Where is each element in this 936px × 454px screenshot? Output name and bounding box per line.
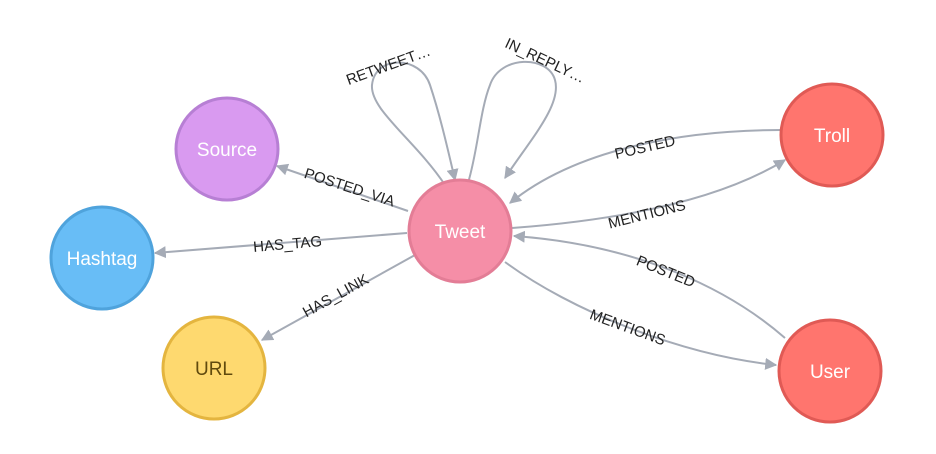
- edge-label-in-reply-to: IN_REPLY…: [502, 35, 588, 87]
- node-user-label: User: [810, 362, 851, 383]
- node-source[interactable]: Source: [174, 96, 280, 202]
- edge-posted-via[interactable]: [275, 163, 409, 212]
- node-tweet[interactable]: Tweet: [407, 178, 513, 284]
- nodes: Tweet Source Hashtag URL Troll User: [49, 82, 885, 424]
- edge-retweeted[interactable]: [370, 61, 459, 186]
- edge-troll-mentions[interactable]: [511, 159, 787, 229]
- edge-label-user-posted: POSTED: [634, 252, 698, 291]
- edge-label-troll-posted: POSTED: [613, 132, 677, 162]
- edge-label-troll-mentions: MENTIONS: [606, 197, 687, 233]
- node-tweet-circle[interactable]: [407, 178, 513, 284]
- edge-troll-posted[interactable]: [509, 129, 782, 204]
- node-troll[interactable]: Troll: [779, 82, 885, 188]
- edge-label-has-tag: HAS_TAG: [253, 233, 323, 256]
- node-user[interactable]: User: [777, 318, 883, 424]
- edge-in-reply-to[interactable]: [467, 60, 557, 184]
- edge-label-user-mentions: MENTIONS: [587, 306, 667, 349]
- edge-has-tag[interactable]: [153, 232, 408, 259]
- node-hashtag[interactable]: Hashtag: [49, 205, 155, 311]
- node-source-circle[interactable]: [174, 96, 280, 202]
- edge-user-mentions[interactable]: [504, 261, 778, 370]
- node-url-circle[interactable]: [161, 315, 267, 421]
- node-user-circle[interactable]: [777, 318, 883, 424]
- edge-label-retweeted: RETWEET…: [344, 43, 433, 89]
- node-hashtag-label: Hashtag: [67, 249, 138, 270]
- edge-label-has-link: HAS_LINK: [300, 271, 372, 321]
- edge-has-link[interactable]: [260, 254, 416, 341]
- node-url-label: URL: [195, 359, 233, 380]
- node-troll-label: Troll: [814, 126, 850, 147]
- edge-user-posted[interactable]: [512, 230, 786, 339]
- node-troll-circle[interactable]: [779, 82, 885, 188]
- node-hashtag-circle[interactable]: [49, 205, 155, 311]
- edge-label-posted-via: POSTED_VIA: [302, 165, 397, 210]
- node-url[interactable]: URL: [161, 315, 267, 421]
- node-source-label: Source: [197, 140, 257, 161]
- node-tweet-label: Tweet: [435, 222, 486, 243]
